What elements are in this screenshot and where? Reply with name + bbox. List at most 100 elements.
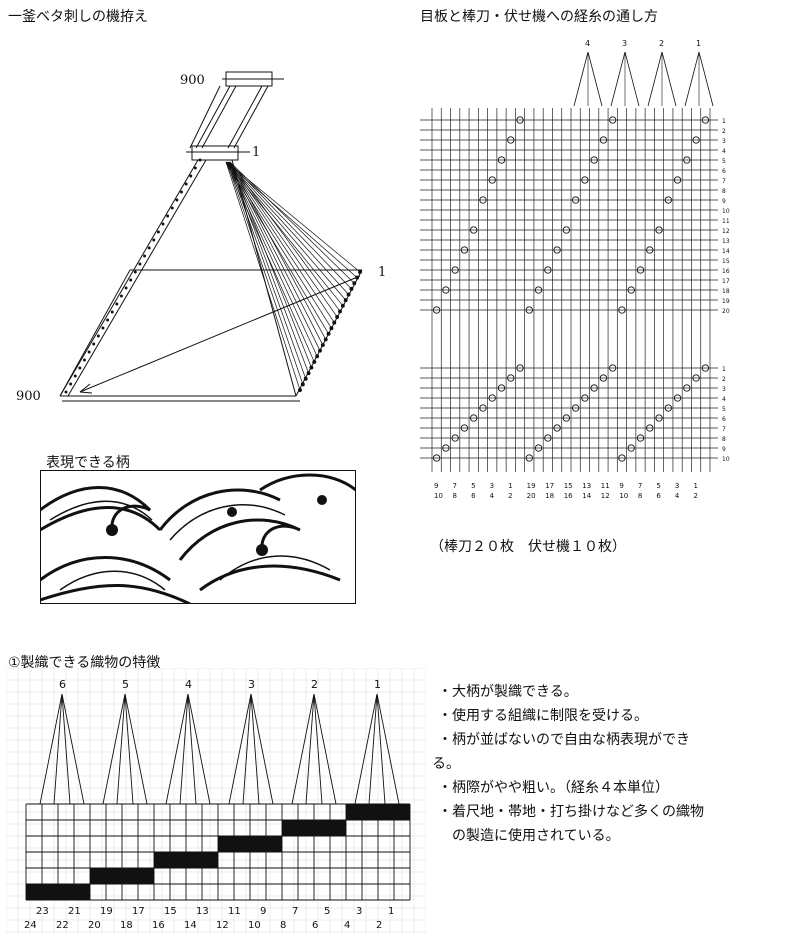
threading-heddle-mark <box>497 156 506 164</box>
threading-heddle-mark <box>683 384 691 392</box>
threading-heddle-mark <box>516 116 524 124</box>
threading-heddle-mark <box>692 136 700 144</box>
tieup-cord-line <box>376 693 386 805</box>
tieup-bottom-number: 8 <box>280 920 286 931</box>
tieup-cord-line <box>39 693 63 805</box>
threading-heddle-mark <box>488 176 496 184</box>
threading-bottom-number: 19 <box>527 482 536 490</box>
threading-cord-line <box>624 51 640 107</box>
tieup-cord-line <box>116 693 126 805</box>
threading-bottom-number: 1 <box>508 482 512 490</box>
harness-count-caption: （棒刀２０枚 伏せ機１０枚） <box>430 539 626 555</box>
feature-item: る。 <box>432 756 460 772</box>
tieup-bottom-number: 16 <box>152 920 165 931</box>
feature-item: の製造に使用されている。 <box>438 828 620 844</box>
feature-item: ・柄が並ばないので自由な柄表現ができ <box>438 732 690 748</box>
threading-bottom-number: 1 <box>693 482 697 490</box>
threading-row-label: 18 <box>722 288 730 295</box>
threading-row-label: 9 <box>722 446 726 453</box>
tieup-cord-number: 1 <box>374 678 381 691</box>
threading-heddle-mark <box>488 394 496 402</box>
loom-label-1-right: 1 <box>378 265 386 280</box>
threading-heddle-mark <box>479 196 487 204</box>
threading-row-label: 20 <box>722 308 730 315</box>
tieup-cord-line <box>291 693 315 805</box>
threading-row-label: 5 <box>722 406 726 413</box>
tieup-cord-line <box>250 693 274 805</box>
threading-bottom-number: 12 <box>601 492 610 500</box>
threading-heddle-mark <box>673 176 682 184</box>
tieup-cord-number: 6 <box>59 678 66 691</box>
threading-bottom-number: 8 <box>638 492 642 500</box>
tieup-bottom-number: 22 <box>56 920 69 931</box>
threading-bottom-number: 2 <box>693 492 697 500</box>
tieup-bottom-number: 24 <box>24 920 37 931</box>
tieup-cord-line <box>376 693 400 805</box>
loom-label-1-top: 1 <box>252 145 260 160</box>
threading-cord-line <box>698 51 714 107</box>
threading-heddle-mark <box>609 116 617 124</box>
threading-bottom-number: 7 <box>638 482 642 490</box>
threading-row-label: 6 <box>722 416 726 423</box>
threading-heddle-mark <box>442 286 450 294</box>
threading-bottom-number: 10 <box>619 492 628 500</box>
threading-cord-line <box>610 51 626 107</box>
tieup-bottom-number: 3 <box>356 906 362 917</box>
tieup-bottom-number: 7 <box>292 906 298 917</box>
tieup-bottom-number: 4 <box>344 920 350 931</box>
threading-heddle-mark <box>571 404 580 412</box>
threading-heddle-mark <box>636 266 645 274</box>
tieup-cord-line <box>61 693 85 805</box>
threading-heddle-mark <box>646 246 654 254</box>
threading-heddle-mark <box>544 266 552 274</box>
threading-bottom-number: 14 <box>582 492 591 500</box>
tieup-cord-line <box>187 693 197 805</box>
threading-cord-number: 1 <box>696 39 701 48</box>
threading-cord-line <box>684 51 700 107</box>
threading-bottom-number: 2 <box>508 492 512 500</box>
threading-row-label: 13 <box>722 238 730 245</box>
tieup-bottom-number: 5 <box>324 906 330 917</box>
threading-heddle-mark <box>451 434 459 442</box>
threading-cord-line <box>661 51 677 107</box>
tieup-cord-line <box>305 693 315 805</box>
threading-heddle-mark <box>432 306 441 314</box>
threading-row-label: 19 <box>722 298 730 305</box>
threading-bottom-number: 9 <box>619 482 623 490</box>
tieup-cord-line <box>187 693 211 805</box>
threading-heddle-mark <box>673 394 682 402</box>
threading-heddle-mark <box>636 434 645 442</box>
threading-row-label: 10 <box>722 456 730 463</box>
threading-heddle-mark <box>701 116 710 124</box>
threading-row-label: 3 <box>722 386 726 393</box>
threading-heddle-mark <box>599 374 608 382</box>
threading-cord-number: 2 <box>659 39 664 48</box>
threading-heddle-mark <box>590 156 598 164</box>
threading-heddle-mark <box>627 286 635 294</box>
threading-heddle-mark <box>599 136 608 144</box>
threading-row-label: 16 <box>722 268 730 275</box>
threading-heddle-mark <box>562 414 571 422</box>
tieup-cord-line <box>102 693 126 805</box>
tieup-cord-line <box>124 693 148 805</box>
threading-row-label: 3 <box>722 138 726 145</box>
tieup-bottom-number: 18 <box>120 920 133 931</box>
threading-row-label: 8 <box>722 436 726 443</box>
threading-heddle-mark <box>507 374 515 382</box>
threading-bottom-number: 18 <box>545 492 554 500</box>
threading-row-label: 14 <box>722 248 730 255</box>
tieup-cord-line <box>368 693 378 805</box>
threading-heddle-mark <box>534 286 543 294</box>
threading-draft: 1234567891011121314151617181920123456789… <box>420 39 730 500</box>
threading-heddle-mark <box>701 364 710 372</box>
threading-bottom-number: 16 <box>564 492 573 500</box>
tieup-bottom-number: 2 <box>376 920 382 931</box>
tieup-cord-line <box>313 693 323 805</box>
threading-heddle-mark <box>609 364 617 372</box>
threading-heddle-mark <box>692 374 700 382</box>
threading-row-label: 7 <box>722 178 726 185</box>
loom-label-900-top: 900 <box>180 73 205 88</box>
threading-row-label: 17 <box>722 278 730 285</box>
tieup-bottom-number: 9 <box>260 906 266 917</box>
threading-title: 目板と棒刀・伏せ機への経糸の通し方 <box>420 9 658 25</box>
